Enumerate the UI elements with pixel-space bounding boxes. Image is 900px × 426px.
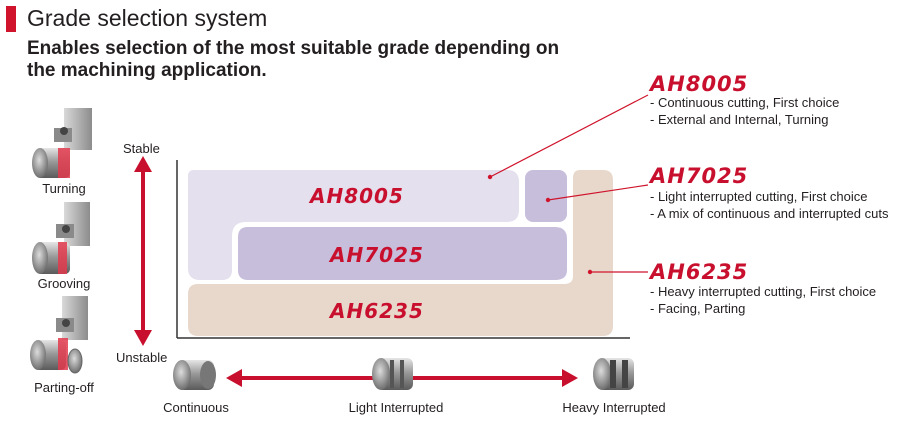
y-axis-bottom-label: Unstable: [116, 350, 168, 365]
grooving-tool-icon: [32, 202, 90, 274]
ah7025-region: [238, 227, 567, 280]
application-label-turning: Turning: [42, 181, 86, 196]
heavy-interrupted-workpiece-icon: [593, 358, 634, 390]
ah6235-desc-1: - Heavy interrupted cutting, First choic…: [650, 284, 877, 299]
application-label-parting-off: Parting-off: [34, 380, 94, 395]
ah6235-region: [188, 170, 613, 336]
page-title: Grade selection system: [27, 5, 268, 31]
diagram-axes: [176, 160, 630, 339]
ah7025-region-label: AH7025: [330, 243, 424, 267]
ah8005-region-label: AH8005: [310, 184, 404, 208]
continuous-workpiece-icon: [173, 360, 216, 390]
parting-off-tool-icon: [30, 296, 88, 374]
x-axis-middle-label: Light Interrupted: [348, 400, 444, 415]
ah8005-region: [188, 170, 519, 280]
y-axis-top-label: Stable: [123, 141, 160, 156]
ah7025-desc-2: - A mix of continuous and interrupted cu…: [650, 206, 889, 221]
stability-arrow: [134, 156, 152, 346]
light-interrupted-workpiece-icon: [372, 358, 413, 390]
x-axis-right-label: Heavy Interrupted: [562, 400, 666, 415]
ah8005-desc-2: - External and Internal, Turning: [650, 112, 829, 127]
x-axis-left-label: Continuous: [163, 400, 229, 415]
ah8005-callout-title: AH8005: [650, 72, 749, 96]
ah6235-region-label: AH6235: [330, 299, 424, 323]
ah7025-callout-title: AH7025: [650, 164, 749, 188]
application-label-grooving: Grooving: [37, 276, 91, 291]
ah7025-desc-1: - Light interrupted cutting, First choic…: [650, 189, 868, 204]
ah8005-region-right: [525, 170, 567, 222]
page-subtitle: Enables selection of the most suitable g…: [27, 38, 560, 81]
callout-lines: [487, 94, 649, 275]
turning-tool-icon: [32, 108, 92, 178]
title-accent-bar: [6, 6, 16, 32]
ah6235-callout-title: AH6235: [650, 260, 749, 284]
ah8005-desc-1: - Continuous cutting, First choice: [650, 95, 840, 110]
ah6235-desc-2: - Facing, Parting: [650, 301, 746, 316]
